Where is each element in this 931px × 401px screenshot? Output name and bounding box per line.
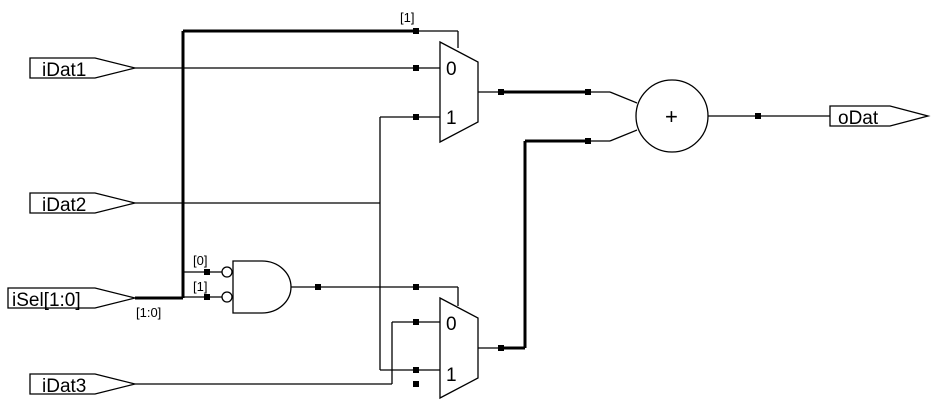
mux-top-in0-label: 0 <box>446 59 457 80</box>
input-port-idat2-label: iDat2 <box>42 195 86 216</box>
signal-wires <box>135 30 830 385</box>
mux-bottom-in1-label: 1 <box>446 365 457 386</box>
input-port-idat1: iDat1 <box>29 57 136 81</box>
bit-label-sel-bus: [1:0] <box>136 305 161 320</box>
adder-symbol: + <box>665 104 678 129</box>
bit-label-top-select: [1] <box>400 10 414 25</box>
output-port-odat-label: oDat <box>838 108 879 129</box>
and-gate <box>221 260 292 314</box>
input-port-isel-label: iSel[1:0] <box>12 290 81 311</box>
bit-label-and-in0: [0] <box>193 253 207 268</box>
input-port-idat3: iDat3 <box>29 373 136 397</box>
and-gate-inverter-bubble <box>221 291 233 303</box>
input-port-isel: iSel[1:0] <box>7 287 136 311</box>
mux-top: 0 1 <box>439 40 479 144</box>
junction-dots <box>204 28 761 387</box>
mux-bottom-in0-label: 0 <box>446 314 457 335</box>
input-port-idat3-label: iDat3 <box>42 376 86 397</box>
input-port-idat1-label: iDat1 <box>42 60 86 81</box>
and-gate-inverter-bubble <box>221 266 233 278</box>
input-port-idat2: iDat2 <box>29 192 136 216</box>
mux-top-in1-label: 1 <box>446 108 457 129</box>
bus-wires <box>135 29 588 350</box>
bit-label-and-in1: [1] <box>193 279 207 294</box>
adder: + <box>635 79 709 153</box>
output-port-odat: oDat <box>829 105 931 129</box>
mux-bottom: 0 1 <box>439 296 479 400</box>
